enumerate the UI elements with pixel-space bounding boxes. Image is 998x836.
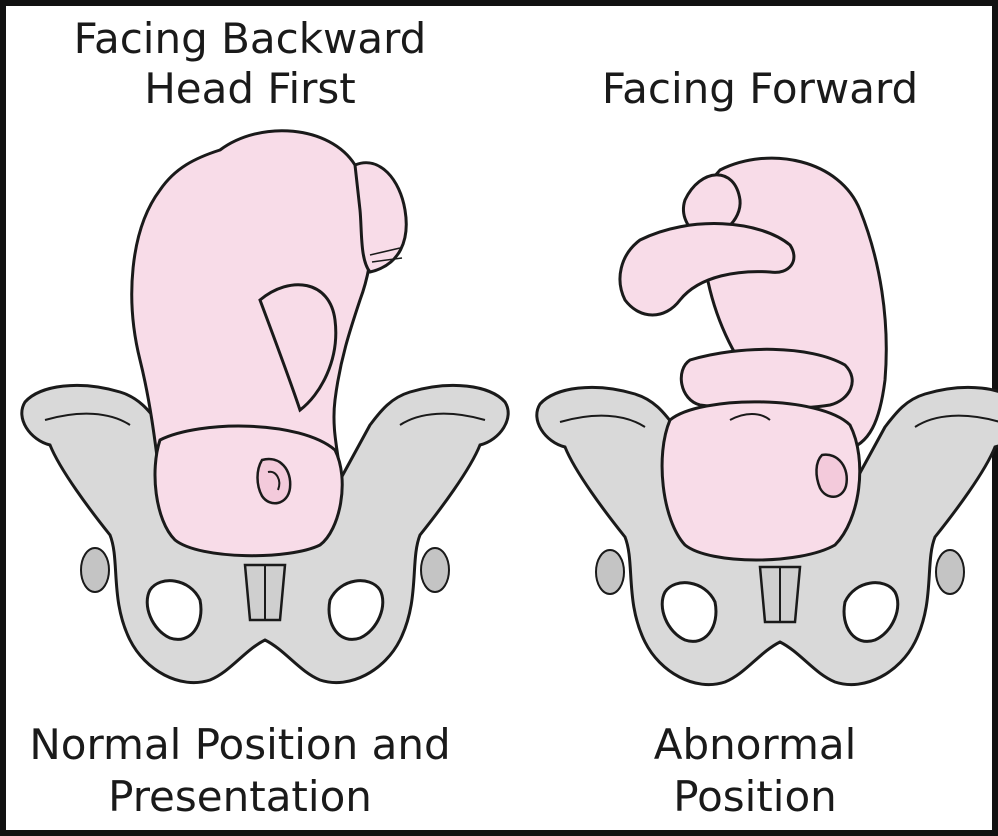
top-right-label: Facing Forward bbox=[530, 68, 990, 110]
bottom-left-caption-line-2: Presentation bbox=[0, 776, 480, 818]
top-left-label-line-2: Head First bbox=[20, 68, 480, 110]
bottom-right-caption: Abnormal Position bbox=[520, 724, 990, 818]
bottom-left-caption-line-1: Normal Position and bbox=[0, 724, 480, 766]
top-left-label-line-1: Facing Backward bbox=[20, 18, 480, 60]
bottom-right-caption-line-1: Abnormal bbox=[520, 724, 990, 766]
bottom-right-caption-line-2: Position bbox=[520, 776, 990, 818]
top-left-label: Facing Backward Head First bbox=[20, 18, 480, 110]
bottom-left-caption: Normal Position and Presentation bbox=[0, 724, 480, 818]
top-right-label-line-1: Facing Forward bbox=[530, 68, 990, 110]
